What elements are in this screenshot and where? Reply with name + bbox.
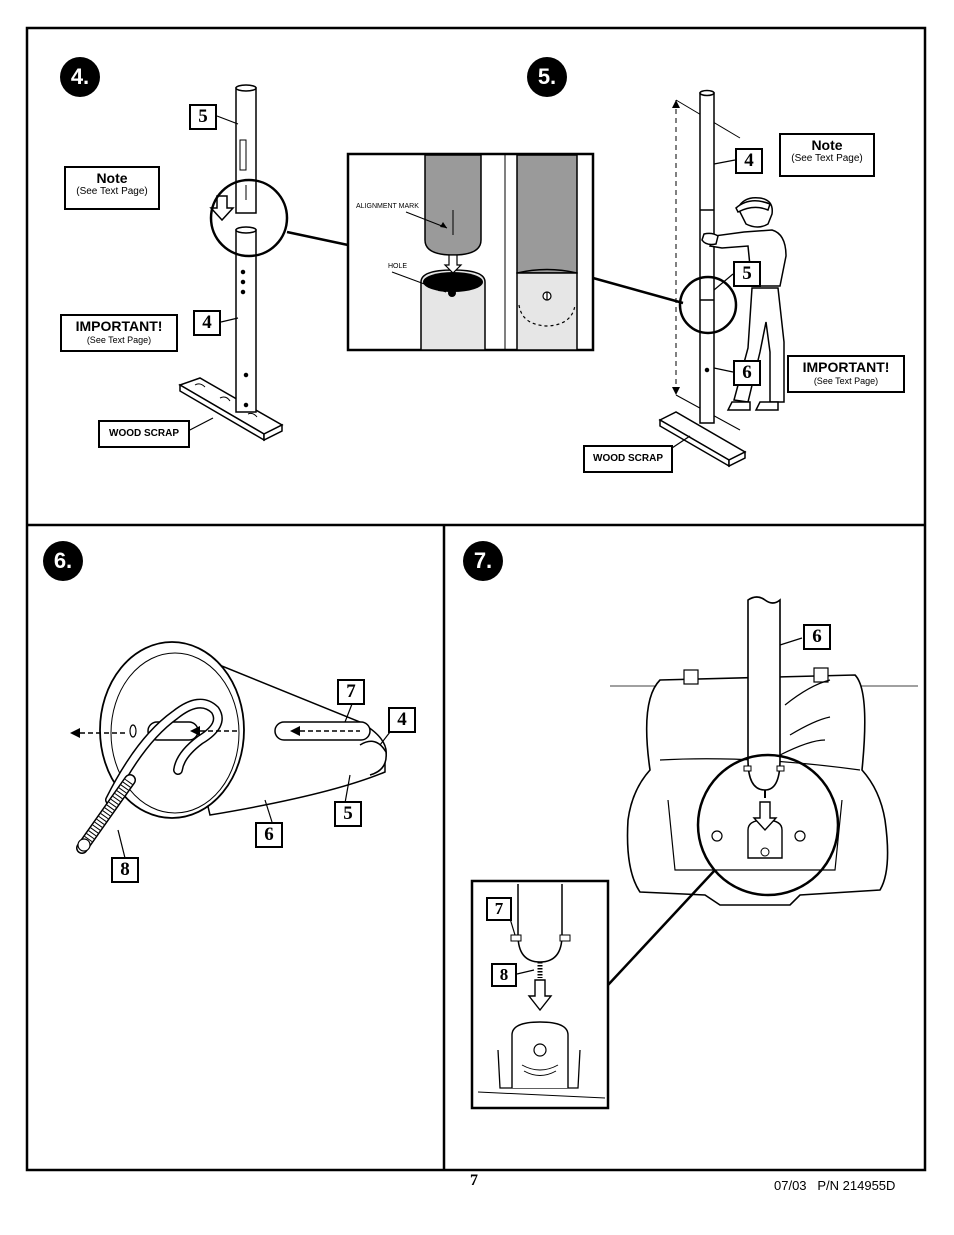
magnify-circle — [209, 178, 289, 258]
part-label-7-step6: 7 — [337, 679, 365, 705]
part-label-4-step6: 4 — [388, 707, 416, 733]
down-arrow-icon — [209, 195, 235, 222]
wood-scrap-block-2 — [658, 411, 747, 468]
part-number-code: 07/03 P/N 214955D — [774, 1178, 896, 1193]
part-label-7-step7: 7 — [486, 897, 512, 921]
step-6-badge: 6. — [43, 541, 83, 581]
part-label-4-step5: 4 — [735, 148, 763, 174]
alignment-mark-label: ALIGNMENT MARK — [356, 203, 419, 210]
part-label-5-step5: 5 — [733, 261, 761, 287]
important-subtitle-step5: (See Text Page) — [813, 376, 879, 386]
part-label-5-step6: 5 — [334, 801, 362, 827]
note-title-step5: Note — [811, 137, 843, 153]
important-title: IMPORTANT! — [75, 318, 163, 334]
pole-4 — [235, 226, 257, 413]
note-title: Note — [96, 170, 128, 186]
part-label-4: 4 — [193, 310, 221, 336]
step-4-badge: 4. — [60, 57, 100, 97]
important-box: IMPORTANT! (See Text Page) — [60, 314, 178, 352]
step-5-badge: 5. — [527, 57, 567, 97]
assembled-pole — [699, 89, 715, 424]
note-subtitle: (See Text Page) — [76, 186, 148, 197]
wood-scrap-block — [178, 377, 284, 442]
part-label-6-step7: 6 — [803, 624, 831, 650]
wood-scrap-label: WOOD SCRAP — [98, 420, 190, 448]
part-label-6-step5: 6 — [733, 360, 761, 386]
note-box-step5: Note (See Text Page) — [779, 133, 875, 177]
page-number: 7 — [470, 1172, 478, 1189]
part-label-6-step6: 6 — [255, 822, 283, 848]
note-subtitle-step5: (See Text Page) — [791, 153, 863, 164]
step-7-badge: 7. — [463, 541, 503, 581]
note-box: Note (See Text Page) — [64, 166, 160, 210]
hole-label: HOLE — [388, 263, 408, 270]
part-label-8-step6: 8 — [111, 857, 139, 883]
important-box-step5: IMPORTANT! (See Text Page) — [787, 355, 905, 393]
wood-scrap-label-step5: WOOD SCRAP — [583, 445, 673, 473]
important-title-step5: IMPORTANT! — [802, 359, 890, 375]
part-label-8-step7: 8 — [491, 963, 517, 987]
part-label-5: 5 — [189, 104, 217, 130]
important-subtitle: (See Text Page) — [86, 335, 152, 345]
